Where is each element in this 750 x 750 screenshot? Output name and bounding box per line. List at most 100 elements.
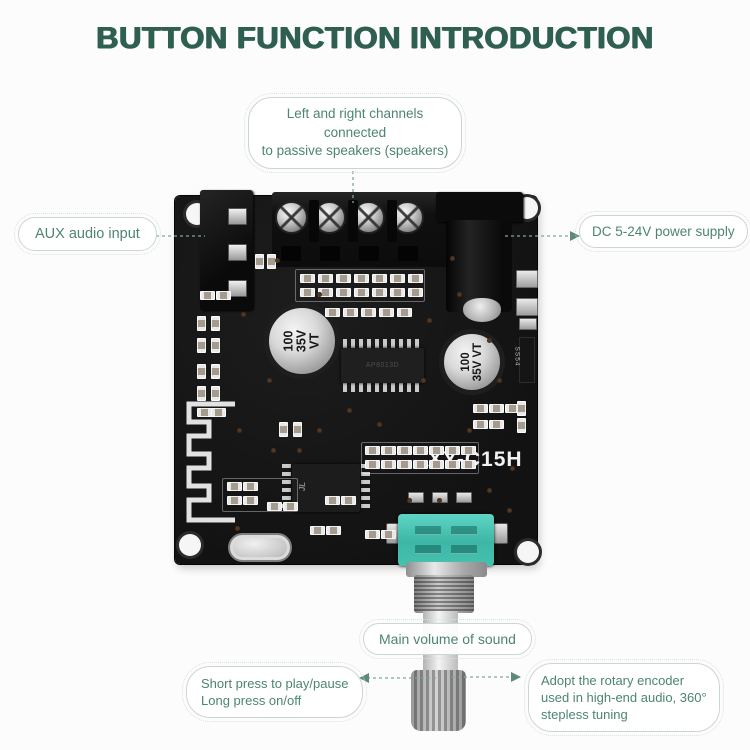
smd-component [211, 408, 226, 417]
smd-component [325, 496, 340, 505]
smd-component [379, 308, 394, 317]
rotary-encoder-body [398, 514, 494, 566]
smd-component [300, 288, 315, 297]
smd-component [211, 316, 220, 331]
amplifier-chip: AP8013D [341, 348, 424, 383]
via-dot [235, 526, 240, 531]
knob-threaded-bushing [414, 575, 474, 613]
via-dot [487, 338, 492, 343]
smd-component [413, 446, 428, 455]
smd-component [517, 418, 526, 433]
smd-component [381, 446, 396, 455]
knob-knurled-shaft [411, 670, 466, 731]
solder-pad [516, 298, 538, 316]
smd-component [267, 502, 282, 511]
aux-jack-contact [228, 208, 247, 225]
chip-pins [343, 339, 423, 348]
smd-component [473, 404, 488, 413]
mounting-hole [517, 541, 539, 563]
smd-component [381, 460, 396, 469]
terminal-slot [348, 200, 358, 242]
terminal-screw [391, 201, 424, 234]
terminal-slot [309, 200, 319, 242]
smd-component [461, 460, 476, 469]
callout-speakers-line1: Left and right channels connected [286, 106, 424, 140]
smd-component [336, 274, 351, 283]
smd-component [372, 274, 387, 283]
via-dot [507, 508, 512, 513]
via-dot [377, 422, 382, 427]
smd-component [365, 530, 380, 539]
callout-press-button: Short press to play/pause Long press on/… [181, 661, 368, 723]
dc-jack-pin [463, 298, 501, 322]
smd-component [365, 460, 380, 469]
potentiometer-tab [493, 523, 508, 544]
via-dot [407, 498, 412, 503]
smd-component [445, 446, 460, 455]
smd-component [326, 526, 341, 535]
smd-component [211, 364, 220, 379]
smd-component [227, 482, 242, 491]
smd-component [461, 446, 476, 455]
smd-component [381, 530, 396, 539]
silkscreen-outline [361, 442, 479, 474]
bluetooth-chip-logo: JL [298, 481, 308, 492]
via-dot [297, 448, 302, 453]
callout-aux-input: AUX audio input [14, 213, 161, 255]
via-dot [510, 466, 515, 471]
bluetooth-antenna-trace [186, 401, 235, 523]
solder-pad [408, 492, 424, 503]
chip-pins [282, 464, 291, 512]
via-dot [271, 448, 276, 453]
smd-component [310, 526, 325, 535]
encoder-slot [451, 545, 477, 554]
smd-component [336, 288, 351, 297]
callout-power-supply: DC 5-24V power supply [575, 211, 750, 252]
silkscreen-outline [222, 478, 298, 512]
terminal-wire-hole [281, 246, 301, 261]
smd-component [429, 446, 444, 455]
via-dot [487, 488, 492, 493]
smd-component [517, 401, 526, 416]
smd-component [397, 460, 412, 469]
smd-component [211, 386, 220, 401]
callout-rotary-line1: Adopt the rotary encoder [541, 673, 685, 688]
solder-pad [516, 270, 538, 288]
encoder-slot [415, 526, 441, 535]
via-dot [450, 256, 455, 261]
mounting-hole [179, 534, 201, 556]
smd-component [408, 274, 423, 283]
knob-collar [406, 562, 487, 577]
chip-pins [343, 383, 423, 392]
chip-pins [361, 464, 370, 512]
solder-pad [456, 492, 472, 503]
smd-component [429, 460, 444, 469]
smd-component [293, 422, 302, 437]
smd-component [489, 404, 504, 413]
terminal-wire-hole [320, 246, 340, 261]
smd-component [473, 420, 488, 429]
smd-component [216, 291, 231, 300]
solder-pad [519, 318, 537, 330]
callout-rotary-encoder: Adopt the rotary encoder used in high-en… [524, 658, 724, 737]
smd-component [354, 288, 369, 297]
callout-speakers-line2: to passive speakers (speakers) [261, 143, 449, 159]
terminal-wire-hole [398, 246, 418, 261]
callout-press-line2: Long press on/off [201, 693, 302, 709]
encoder-slot [415, 545, 441, 554]
dc-jack-body [446, 220, 512, 312]
diode-label: SS54 [513, 346, 521, 367]
smd-component [365, 446, 380, 455]
electrolytic-capacitor: 100 35V VT [439, 329, 505, 395]
arrowhead-rotary [511, 672, 521, 682]
smd-component [197, 338, 206, 353]
pcb-board: 100 35V VT 100 35V VT AP8013D SS54 JL XY… [175, 190, 539, 566]
smd-component [489, 420, 504, 429]
via-dot [241, 312, 246, 317]
via-dot [237, 428, 242, 433]
smd-component [343, 308, 358, 317]
dc-jack [436, 192, 523, 222]
smd-component [197, 316, 206, 331]
callout-rotary-line3: stepless tuning [541, 707, 628, 723]
